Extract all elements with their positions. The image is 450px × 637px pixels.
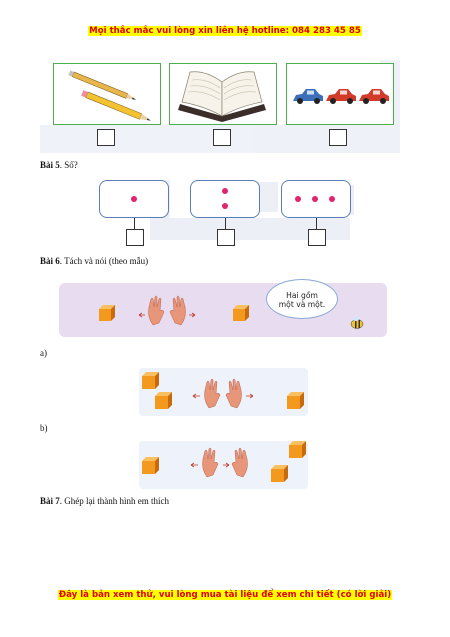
part-a-label: a) [40, 348, 47, 358]
top-banner: Mọi thắc mắc vui lòng xin liên hệ hotlin… [0, 25, 450, 37]
exercise-title: Bài 6 [40, 256, 60, 266]
cube-icon [99, 305, 115, 321]
bottom-banner: Đây là bản xem thử, vui lòng mua tài liệ… [0, 589, 450, 601]
exercise-prompt: . Số? [59, 160, 78, 170]
answer-box[interactable] [126, 229, 144, 246]
exercise-prompt: . Ghép lại thành hình em thích [59, 496, 169, 506]
answer-box[interactable] [217, 229, 235, 246]
preview-notice-text: Đây là bản xem thử, vui lòng mua tài liệ… [57, 590, 393, 600]
connector-line [225, 218, 226, 229]
exercise-7-label: Bài 7. Ghép lại thành hình em thích [40, 496, 169, 506]
picture-box-cars [286, 63, 394, 125]
picture-box-book [169, 63, 277, 125]
separating-hands-icon [192, 378, 254, 409]
dot [222, 203, 228, 209]
dot [131, 196, 137, 202]
cars-icon [293, 89, 389, 104]
exercise-5-label: Bài 5. Số? [40, 160, 78, 170]
answer-box[interactable] [97, 129, 115, 146]
hotline-text: Mọi thắc mắc vui lòng xin liên hệ hotlin… [88, 26, 362, 36]
dot-box [281, 180, 351, 218]
exercise-b-illustration [142, 441, 306, 482]
speech-line: Hai gồm [286, 291, 318, 300]
separating-hands-icon [138, 295, 196, 326]
example-illustration [99, 295, 364, 329]
exercise-title: Bài 7 [40, 496, 60, 506]
cube-icon [287, 392, 304, 409]
exercise-6-label: Bài 6. Tách và nói (theo mẫu) [40, 256, 148, 266]
dot-box [99, 180, 169, 218]
cube-icon [155, 392, 172, 409]
cube-icon [289, 441, 306, 458]
open-book-icon [178, 71, 266, 122]
cube-icon [233, 305, 249, 321]
connector-line [134, 218, 135, 229]
speech-bubble: Hai gồm một và một. [266, 279, 338, 319]
pencils-icon [68, 70, 151, 121]
cube-icon [142, 372, 159, 389]
dot [329, 196, 335, 202]
dot-box [190, 180, 260, 218]
answer-box[interactable] [329, 129, 347, 146]
answer-box[interactable] [308, 229, 326, 246]
dot [222, 188, 228, 194]
exercise-a-illustration [142, 372, 304, 409]
connector-line [316, 218, 317, 229]
answer-box[interactable] [213, 129, 231, 146]
speech-line: một và một. [278, 300, 326, 309]
cube-icon [271, 465, 288, 482]
separating-hands-icon [190, 447, 248, 478]
exercise-title: Bài 5 [40, 160, 60, 170]
dot [312, 196, 318, 202]
dot [295, 196, 301, 202]
picture-box-pencils [53, 63, 161, 125]
cube-icon [142, 457, 159, 474]
part-b-label: b) [40, 423, 48, 433]
exercise-prompt: . Tách và nói (theo mẫu) [59, 256, 149, 266]
bee-icon [350, 317, 364, 329]
